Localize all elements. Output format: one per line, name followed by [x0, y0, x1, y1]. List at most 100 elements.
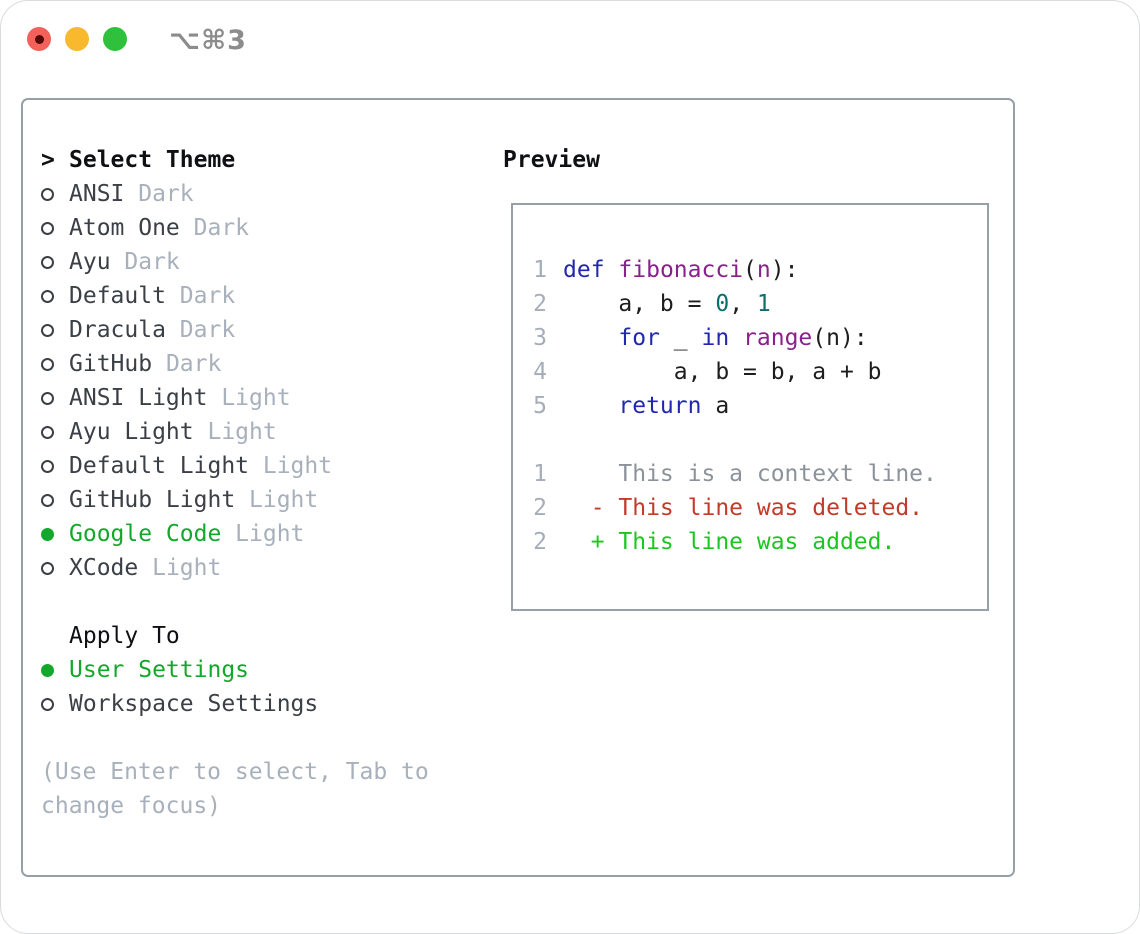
- apply-to-title: Apply To: [69, 623, 180, 649]
- radio-icon: [41, 357, 54, 371]
- traffic-lights: [27, 27, 127, 51]
- token-pln: a, b = b, a + b: [563, 359, 882, 385]
- apply-option-label: User Settings: [69, 657, 250, 683]
- diff-preview: 1 This is a context line. 2 - This line w…: [533, 457, 987, 559]
- radio-selected-icon: [41, 663, 54, 677]
- radio-icon: [41, 221, 54, 235]
- line-number: 5: [533, 393, 547, 419]
- token-pln: [563, 325, 618, 351]
- apply-option-label: Workspace Settings: [69, 691, 319, 717]
- diff-line-ctx: 1 This is a context line.: [533, 457, 987, 491]
- token-kwd: def: [563, 257, 605, 283]
- theme-variant-label: Dark: [165, 351, 222, 377]
- theme-option-github[interactable]: GitHub Dark: [41, 347, 481, 381]
- theme-variant-label: Dark: [179, 317, 236, 343]
- theme-variant-label: Dark: [138, 181, 194, 207]
- theme-option-default-light[interactable]: Default Light Light: [41, 449, 481, 483]
- theme-option-label: ANSI: [69, 181, 125, 207]
- code-text: a, b = 0, 1: [563, 287, 770, 321]
- window-title: ⌥⌘3: [169, 25, 247, 56]
- line-number: 2: [533, 529, 547, 555]
- line-number: 1: [533, 257, 547, 283]
- apply-option-user-settings[interactable]: User Settings: [41, 653, 481, 687]
- line-number: 4: [533, 359, 547, 385]
- token-pln: ,: [729, 291, 757, 317]
- radio-icon: [41, 187, 54, 201]
- theme-option-label: ANSI Light: [69, 385, 208, 411]
- radio-icon: [41, 493, 54, 507]
- token-kwd: return: [618, 393, 702, 419]
- theme-option-ansi[interactable]: ANSI Dark: [41, 177, 481, 211]
- theme-option-label: Default Light: [69, 453, 250, 479]
- code-text: def fibonacci(n):: [563, 253, 798, 287]
- code-line: 4 a, b = b, a + b: [533, 355, 987, 389]
- apply-option-workspace-settings[interactable]: Workspace Settings: [41, 687, 481, 721]
- radio-icon: [41, 697, 54, 711]
- minimize-button[interactable]: [65, 27, 89, 51]
- code-line: 2 a, b = 0, 1: [533, 287, 987, 321]
- token-typ: n: [756, 257, 771, 283]
- line-number: 3: [533, 325, 547, 351]
- titlebar: ⌥⌘3: [1, 1, 1139, 98]
- radio-icon: [41, 425, 54, 439]
- theme-option-label: Default: [69, 283, 166, 309]
- theme-option-google-code[interactable]: Google Code Light: [41, 517, 481, 551]
- token-pln: a, b =: [563, 291, 716, 317]
- diff-text: - This line was deleted.: [563, 495, 924, 521]
- theme-option-label: Google Code: [69, 521, 222, 547]
- theme-option-label: Ayu Light: [69, 419, 194, 445]
- theme-option-default[interactable]: Default Dark: [41, 279, 481, 313]
- token-pln: (n):: [812, 325, 868, 351]
- theme-variant-label: Light: [262, 453, 333, 479]
- token-typ: fibonacci: [618, 257, 744, 283]
- theme-option-label: GitHub: [69, 351, 153, 377]
- radio-icon: [41, 289, 54, 303]
- theme-option-label: Atom One: [69, 215, 180, 241]
- token-kwd: in: [701, 325, 730, 351]
- code-text: a, b = b, a + b: [563, 355, 882, 389]
- radio-icon: [41, 459, 54, 473]
- code-line: 5 return a: [533, 389, 987, 423]
- code-line: 1 def fibonacci(n):: [533, 253, 987, 287]
- code-text: for _ in range(n):: [563, 321, 868, 355]
- token-pln: ):: [770, 257, 799, 283]
- help-text: (Use Enter to select, Tab to change focu…: [41, 759, 429, 819]
- theme-variant-label: Dark: [179, 283, 236, 309]
- theme-variant-label: Light: [152, 555, 222, 581]
- token-pln: [605, 257, 619, 283]
- theme-option-atom-one[interactable]: Atom One Dark: [41, 211, 481, 245]
- radio-icon: [41, 323, 54, 337]
- cursor-indicator: >: [41, 147, 55, 173]
- diff-text: + This line was added.: [563, 529, 896, 555]
- apply-to-header: Apply To: [41, 619, 481, 653]
- theme-variant-label: Light: [235, 521, 305, 547]
- preview-title: Preview: [503, 147, 600, 173]
- code-text: return a: [563, 389, 729, 423]
- theme-variant-label: Dark: [193, 215, 250, 241]
- radio-icon: [41, 255, 54, 269]
- zoom-button[interactable]: [103, 27, 127, 51]
- token-pln: [729, 325, 743, 351]
- code-line: 3 for _ in range(n):: [533, 321, 987, 355]
- token-pln: _: [659, 325, 702, 351]
- theme-option-label: Ayu: [69, 249, 111, 275]
- token-lit: 0: [715, 291, 730, 317]
- theme-list-title: Select Theme: [69, 147, 236, 173]
- close-button[interactable]: [27, 27, 51, 51]
- theme-variant-label: Light: [249, 487, 319, 513]
- radio-icon: [41, 561, 54, 575]
- radio-selected-icon: [41, 527, 54, 541]
